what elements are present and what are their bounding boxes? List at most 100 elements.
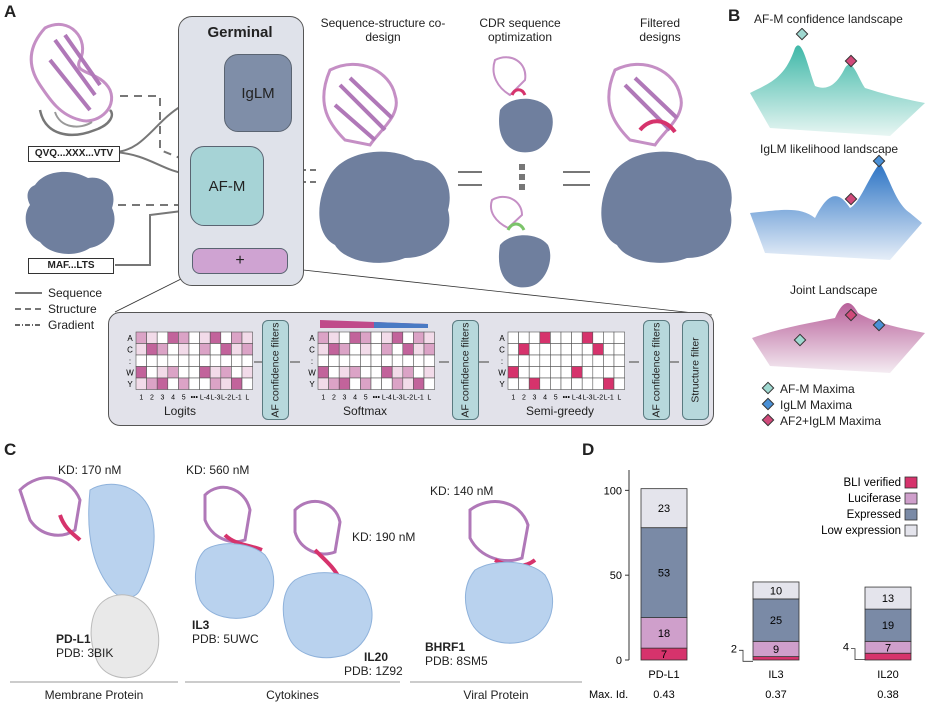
grid-cell xyxy=(603,343,615,356)
stage-cdr-label: CDR sequence optimization xyxy=(479,16,561,44)
grid-cell xyxy=(328,377,340,390)
grid-cell xyxy=(381,331,393,344)
afm-module: AF-M xyxy=(190,146,264,226)
grid-cell xyxy=(135,331,147,344)
grid-cell xyxy=(391,377,404,390)
grid-row-label: W xyxy=(126,369,134,378)
category-cytokines: Cytokines xyxy=(266,688,319,702)
target-il3-pdb: PDB: 5UWC xyxy=(192,632,259,646)
grid-row-label: A xyxy=(127,334,133,343)
joint-maxima-marker xyxy=(844,54,858,68)
grid-cell xyxy=(220,343,232,356)
grid-col-label: 4 xyxy=(171,395,175,402)
grid-col-label: L-4 xyxy=(382,395,392,402)
softmax-temperature-wedge-blue xyxy=(374,322,428,328)
grid-col-label: L xyxy=(245,395,249,402)
codesign-structure-icon xyxy=(319,62,450,263)
grid-col-label: 5 xyxy=(364,395,368,402)
grid-cell xyxy=(178,354,190,367)
grid-col-label: L-3 xyxy=(582,395,592,402)
grid-cell xyxy=(560,377,572,390)
grid-cell xyxy=(167,354,179,367)
grid-cell xyxy=(220,354,232,367)
grid-cell xyxy=(391,366,404,379)
target-bhrf1-name: BHRF1 xyxy=(425,640,466,654)
legend-iglm-marker xyxy=(761,397,775,411)
legend-swatch xyxy=(904,492,918,505)
grid-cell xyxy=(146,331,158,344)
grid-cell xyxy=(167,343,179,356)
afm-landscape-surface xyxy=(750,45,925,136)
grid-row-label: : xyxy=(311,357,313,366)
germinal-title: Germinal xyxy=(207,24,273,41)
grid-cell xyxy=(539,343,551,356)
grid-cell xyxy=(603,354,615,367)
category-label: IL20 xyxy=(877,669,898,681)
grid-cell xyxy=(135,354,147,367)
af-filter-1-label: AF confidence filters xyxy=(269,322,282,418)
grid-cell xyxy=(156,377,169,390)
grid-cell xyxy=(581,354,594,367)
il3-complex-icon xyxy=(194,485,275,619)
grid-cell xyxy=(328,343,340,356)
grid-col-label: 5 xyxy=(182,395,186,402)
grid-cell xyxy=(188,331,200,344)
grid-cell xyxy=(613,343,625,356)
grid-cell xyxy=(146,377,158,390)
grid-cell xyxy=(370,343,382,356)
bar-segment xyxy=(640,527,688,618)
grid-cell xyxy=(571,331,583,344)
grid-cell xyxy=(528,331,541,344)
pdl1-complex-icon xyxy=(18,476,160,679)
grid-row-label: C xyxy=(309,346,315,355)
legend-iglm-maxima: IgLM Maxima xyxy=(780,398,853,412)
grid-cell xyxy=(317,343,329,356)
grid-cell xyxy=(199,331,211,344)
grid-cell xyxy=(338,366,351,379)
grid-cell xyxy=(560,354,572,367)
grid-cell xyxy=(581,377,594,390)
grid-row-label: : xyxy=(129,357,131,366)
grid-cell xyxy=(360,366,372,379)
antibody-sequence: QVQ...XXX...VTV xyxy=(28,146,120,162)
grid-cell xyxy=(581,343,594,356)
target-il20-name: IL20 xyxy=(364,650,389,664)
grid-cell xyxy=(391,343,404,356)
legend-afm-maxima: AF-M Maxima xyxy=(780,382,855,396)
grid-cell xyxy=(241,343,253,356)
antigen-structure-icon xyxy=(25,171,115,254)
kd-il3: KD: 560 nM xyxy=(186,463,250,477)
legend-swatch xyxy=(904,524,918,537)
bar-segment xyxy=(640,617,688,649)
iglm-landscape-surface xyxy=(750,163,922,260)
grid-cell xyxy=(135,366,147,379)
grid-cell xyxy=(349,377,361,390)
label-leader xyxy=(851,648,865,661)
legend-label: Low expression xyxy=(821,525,901,537)
bar-segment xyxy=(864,608,912,642)
grid-cell xyxy=(370,331,382,344)
grid-cell xyxy=(199,354,211,367)
grid-cell xyxy=(507,377,519,390)
grid-cell xyxy=(613,366,625,379)
grid-cell xyxy=(518,377,530,390)
grid-cell xyxy=(423,331,435,344)
max-id-value: 0.38 xyxy=(877,689,898,701)
grid-col-label: L-2 xyxy=(221,395,231,402)
target-pdl1-name: PD-L1 xyxy=(56,632,91,646)
logits-label: Logits xyxy=(163,404,197,418)
grid-cell xyxy=(231,377,243,390)
bar-segment xyxy=(752,656,800,661)
grid-cell xyxy=(360,377,372,390)
combine-node: + xyxy=(192,248,288,274)
grid-cell xyxy=(231,366,243,379)
grid-cell xyxy=(592,377,604,390)
grid-cell xyxy=(241,366,253,379)
max-id-value: 0.37 xyxy=(765,689,786,701)
grid-cell xyxy=(560,331,572,344)
grid-cell xyxy=(370,366,382,379)
grid-cell xyxy=(592,343,604,356)
grid-cell xyxy=(518,331,530,344)
grid-cell xyxy=(391,331,404,344)
grid-cell xyxy=(507,366,519,379)
